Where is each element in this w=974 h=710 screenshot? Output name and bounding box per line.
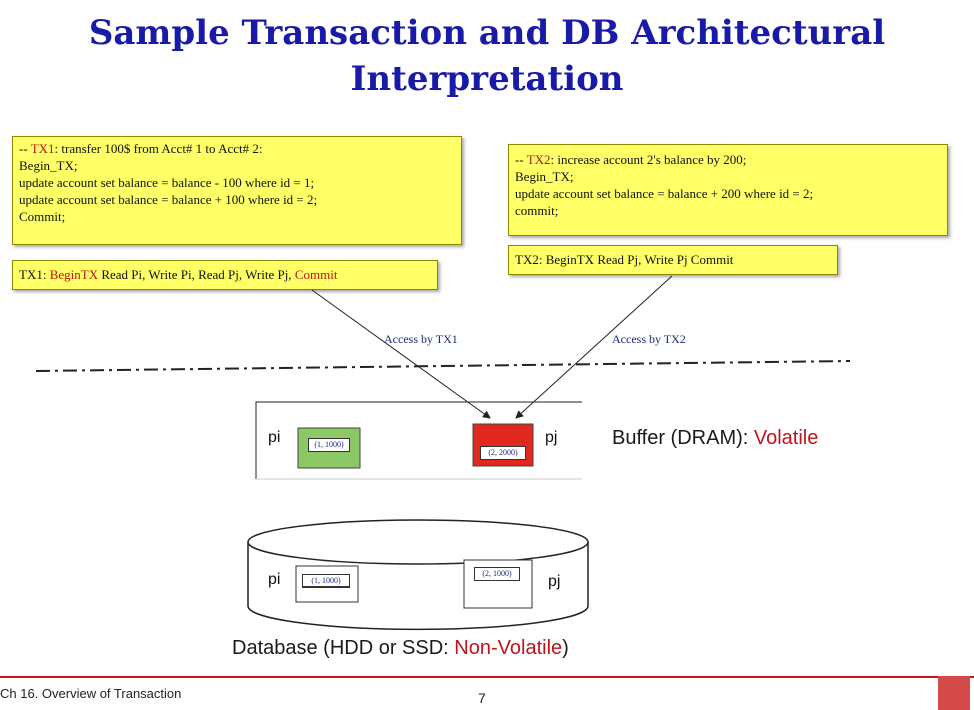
tx2-comment-prefix: -- <box>515 152 527 167</box>
tx2-schedule-box: TX2: BeginTX Read Pj, Write Pj Commit <box>508 245 838 275</box>
database-caption: Database (HDD or SSD: Non-Volatile) <box>232 637 569 660</box>
buffer-pj-value: (2, 2000) <box>480 446 526 460</box>
title-line-1: Sample Transaction and DB Architectural <box>88 13 886 53</box>
title-line-2: Interpretation <box>350 59 624 99</box>
db-caption-suffix: ) <box>562 637 569 659</box>
db-pj-value: (2, 1000) <box>474 567 520 581</box>
tx1-line: Begin_TX; <box>19 158 78 173</box>
tx2-access-arrow <box>515 275 673 419</box>
tx1-line: update account set balance = balance + 1… <box>19 192 318 207</box>
tx2-line: commit; <box>515 203 559 218</box>
tx1-schedule-text: TX1: BeginTX Read Pi, Write Pi, Read Pj,… <box>19 266 431 283</box>
db-pj-page <box>463 559 533 609</box>
tx2-comment-rest: : increase account 2's balance by 200; <box>550 152 747 167</box>
db-pj-label: pj <box>548 573 561 590</box>
tx1-schedule-commit: Commit <box>294 267 338 282</box>
buffer-pj-label: pj <box>545 429 558 446</box>
buffer-bracket <box>255 401 582 479</box>
buffer-pi-label: pi <box>268 429 281 446</box>
tx2-line: Begin_TX; <box>515 169 574 184</box>
buffer-caption: Buffer (DRAM): Volatile <box>612 427 818 450</box>
tx2-name: TX2 <box>526 152 551 167</box>
tx1-comment: -- TX1: transfer 100$ from Acct# 1 to Ac… <box>19 140 455 157</box>
tx1-schedule-begin: BeginTX <box>49 267 99 282</box>
buffer-caption-prefix: Buffer (DRAM): <box>612 427 754 449</box>
database-cylinder-top <box>247 519 589 565</box>
db-caption-prefix: Database (HDD or SSD: <box>232 637 455 659</box>
tx1-code-box: -- TX1: transfer 100$ from Acct# 1 to Ac… <box>12 136 462 245</box>
db-pi-value: (1, 1000) <box>302 574 350 588</box>
tx1-schedule-box: TX1: BeginTX Read Pi, Write Pi, Read Pj,… <box>12 260 438 290</box>
tx1-schedule-label: TX1: <box>19 267 50 282</box>
tx1-comment-rest: : transfer 100$ from Acct# 1 to Acct# 2: <box>54 141 263 156</box>
page-number: 7 <box>478 690 486 706</box>
tx1-access-arrow <box>311 289 491 419</box>
tx1-comment-prefix: -- <box>19 141 31 156</box>
tx1-schedule-ops: Read Pi, Write Pi, Read Pj, Write Pj, <box>98 267 295 282</box>
tx1-line: Commit; <box>19 209 66 224</box>
memory-boundary-line <box>35 360 851 372</box>
buffer-caption-emph: Volatile <box>753 427 819 449</box>
access-tx1-label: Access by TX1 <box>384 332 458 346</box>
footer-rule <box>0 676 974 678</box>
slide-title: Sample Transaction and DB Architectural … <box>0 10 974 102</box>
tx2-comment: -- TX2: increase account 2's balance by … <box>515 151 941 168</box>
footer-chapter: Ch 16. Overview of Transaction <box>0 686 182 701</box>
tx2-code-box: -- TX2: increase account 2's balance by … <box>508 144 948 236</box>
db-pi-page <box>295 565 359 603</box>
tx1-line: update account set balance = balance - 1… <box>19 175 315 190</box>
tx2-line: update account set balance = balance + 2… <box>515 186 814 201</box>
db-caption-emph: Non-Volatile <box>454 637 563 659</box>
course-logo <box>938 676 970 710</box>
tx2-schedule-text: TX2: BeginTX Read Pj, Write Pj Commit <box>515 252 734 267</box>
db-pi-label: pi <box>268 571 281 588</box>
buffer-pi-value: (1, 1000) <box>308 438 350 452</box>
tx1-name: TX1 <box>30 141 55 156</box>
access-tx2-label: Access by TX2 <box>612 332 686 346</box>
